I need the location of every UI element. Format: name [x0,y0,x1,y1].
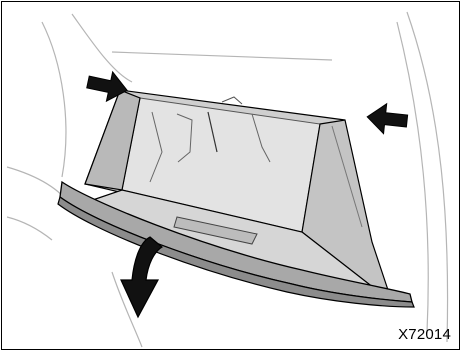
curved-down-arrow-icon [121,237,162,317]
glove-box-illustration [2,2,460,350]
push-arrow-icon [366,102,409,136]
figure-reference-code: X72014 [398,326,451,343]
